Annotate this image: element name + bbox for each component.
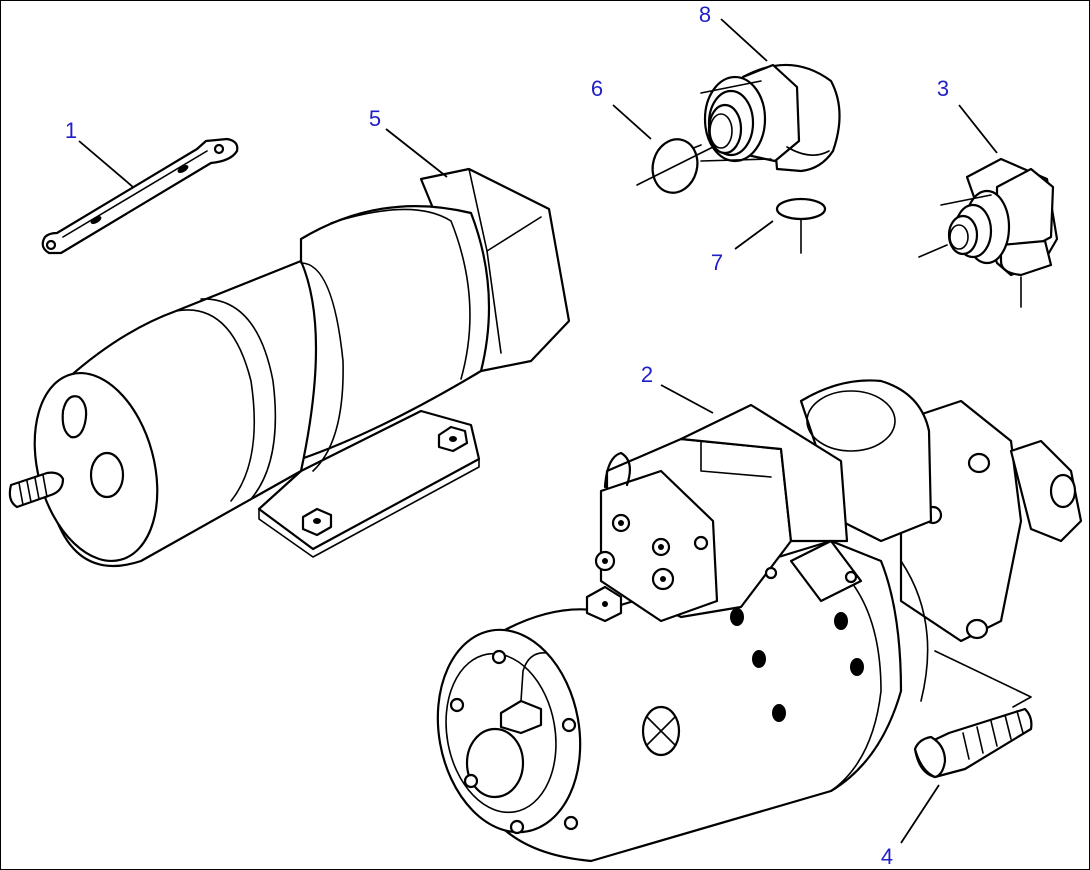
callout-3[interactable]: 3 xyxy=(936,76,950,101)
leader-8 xyxy=(720,18,768,62)
leader-4 xyxy=(900,784,940,844)
callout-2[interactable]: 2 xyxy=(640,362,654,387)
cylinder-unit-part[interactable] xyxy=(8,167,571,575)
o-ring-small-part[interactable] xyxy=(775,197,827,254)
callout-8[interactable]: 8 xyxy=(698,2,712,27)
leader-6 xyxy=(612,104,652,140)
leader-5 xyxy=(385,128,448,178)
leader-1 xyxy=(78,140,134,188)
elbow-fitting-2-part[interactable] xyxy=(940,157,1059,277)
callout-7[interactable]: 7 xyxy=(710,250,724,275)
o-ring-large-part[interactable] xyxy=(636,134,714,198)
axis-3a xyxy=(918,244,948,258)
axis-4 xyxy=(934,650,1032,708)
elbow-fitting-part[interactable] xyxy=(700,63,841,173)
callout-1[interactable]: 1 xyxy=(64,118,78,143)
callout-4[interactable]: 4 xyxy=(880,844,894,869)
leader-3 xyxy=(958,104,998,154)
leader-7 xyxy=(734,220,774,250)
bolt-part[interactable] xyxy=(913,707,1033,779)
strap-link-part[interactable] xyxy=(41,137,239,255)
starter-motor-part[interactable] xyxy=(422,379,1083,863)
callout-6[interactable]: 6 xyxy=(590,76,604,101)
callout-5[interactable]: 5 xyxy=(368,106,382,131)
leader-2 xyxy=(660,384,714,414)
